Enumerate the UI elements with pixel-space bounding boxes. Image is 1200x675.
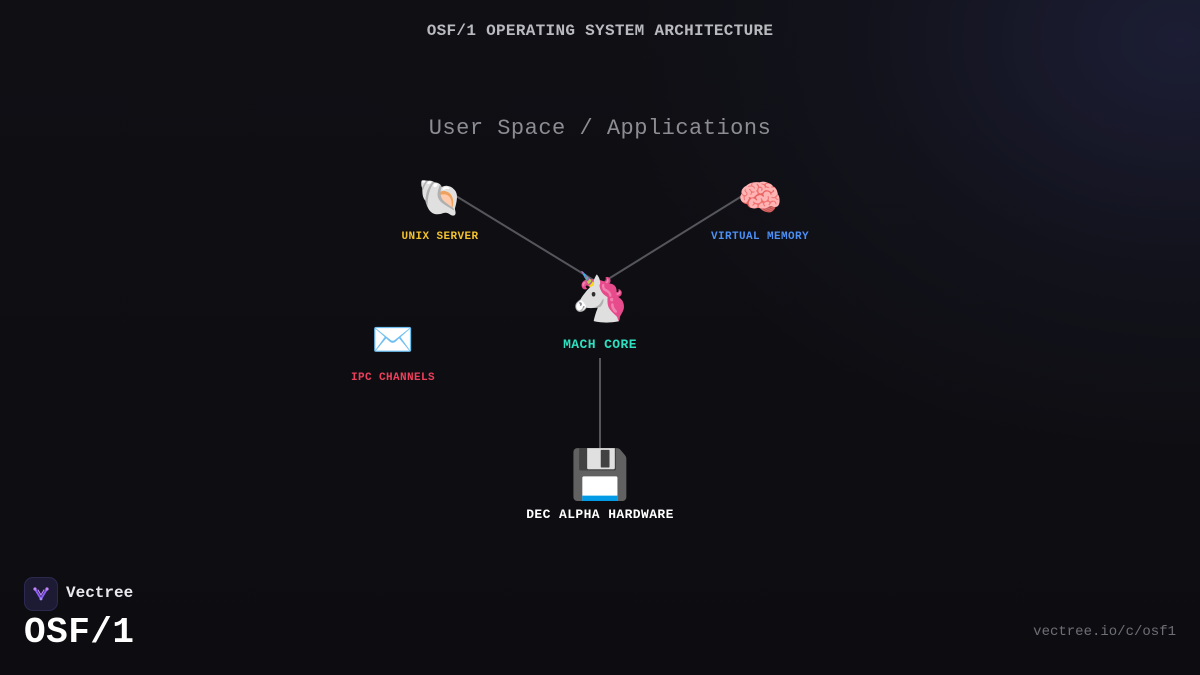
envelope-icon: ✉️: [371, 320, 415, 360]
unicorn-icon: 🦄: [570, 269, 630, 325]
node-label-mach-core: MACH CORE: [563, 337, 637, 352]
spiral-shell-icon: 🐚: [417, 178, 463, 219]
node-label-ipc-channels: IPC CHANNELS: [350, 372, 436, 384]
edge-unix-to-mach: [455, 195, 596, 282]
floppy-disk-icon: 💾: [570, 447, 630, 503]
brain-icon: 🧠: [737, 178, 783, 219]
user-space-label: User Space / Applications: [428, 116, 772, 141]
brand-name: Vectree: [66, 584, 134, 602]
course-url[interactable]: vectree.io/c/osf1: [1033, 624, 1176, 640]
node-label-virtual-memory: VIRTUAL MEMORY: [710, 231, 810, 243]
node-label-unix-server: UNIX SERVER: [401, 231, 479, 243]
product-title: OSF/1: [24, 612, 135, 653]
edge-vm-to-mach: [604, 195, 743, 282]
node-label-dec-alpha-hardware: DEC ALPHA HARDWARE: [526, 507, 674, 522]
page-title: OSF/1 OPERATING SYSTEM ARCHITECTURE: [426, 22, 774, 40]
vectree-logo-icon: [24, 577, 58, 611]
